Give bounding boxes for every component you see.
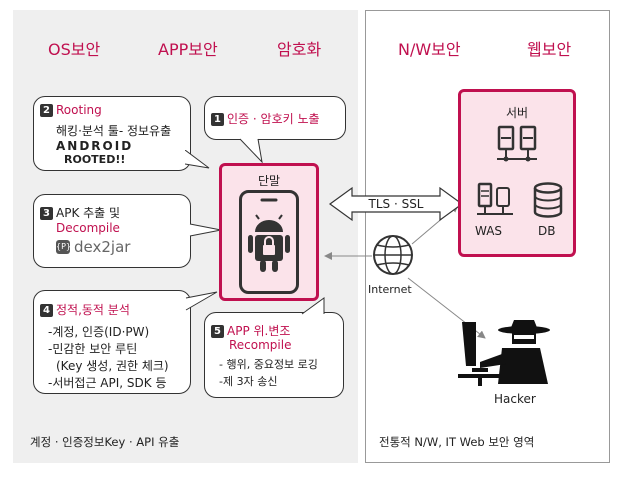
- forge-title: APP 위.변조: [227, 324, 291, 338]
- dex2jar-icon: {P}: [56, 240, 71, 254]
- analysis-title: 정적,동적 분석: [56, 303, 130, 317]
- server-box: 서버 WAS DB: [458, 89, 576, 257]
- header-encryption: 암호화: [277, 40, 322, 59]
- apk-title: APK 추출 및: [56, 206, 121, 220]
- device-box: 단말: [219, 163, 319, 301]
- step-number-2: 2: [40, 104, 53, 117]
- analysis-item: -민감한 보안 루틴: [48, 342, 138, 356]
- footer-right: 전통적 N/W, IT Web 보안 영역: [379, 435, 535, 449]
- internet-label: Internet: [368, 283, 412, 296]
- step-number-5: 5: [211, 325, 224, 338]
- dex2jar-label: dex2jar: [74, 238, 131, 256]
- step-number-3: 3: [40, 207, 53, 220]
- forge-item: - 행위, 중요정보 로깅: [219, 358, 318, 371]
- analysis-item: -계정, 인증(ID·PW): [48, 325, 150, 339]
- device-label: 단말: [257, 174, 281, 188]
- header-network-security: N/W보안: [398, 40, 461, 59]
- apk-decompile: Decompile: [56, 221, 120, 235]
- rooting-desc: 해킹·분석 툴- 정보유출: [56, 124, 172, 138]
- callout-analysis-tail: [185, 291, 218, 311]
- db-label: DB: [538, 224, 556, 238]
- forge-item: -제 3자 송신: [219, 375, 278, 388]
- callout-apk-tail: [189, 223, 222, 237]
- footer-left: 계정 · 인증정보Key · API 유출: [30, 435, 180, 449]
- analysis-item: (Key 생성, 권한 체크): [56, 359, 169, 373]
- hacker-label: Hacker: [494, 392, 536, 406]
- database-icon: [533, 182, 563, 218]
- analysis-item: -서버접근 API, SDK 등: [48, 376, 167, 390]
- callout-forge-tail: [301, 297, 325, 315]
- was-label: WAS: [475, 224, 503, 238]
- callout-auth-tail: [240, 138, 263, 164]
- step-number-4: 4: [40, 304, 53, 317]
- tls-label: TLS · SSL: [368, 197, 424, 211]
- hacker-icon: [458, 320, 550, 386]
- header-web-security: 웹보안: [527, 40, 572, 59]
- android-phone-icon: [239, 190, 299, 294]
- header-app-security: APP보안: [158, 40, 218, 59]
- android-logo: ANDROID: [56, 139, 134, 153]
- auth-title: 인증 · 암호키 노출: [227, 112, 320, 126]
- rooting-title: Rooting: [56, 103, 102, 117]
- step-number-1: 1: [211, 113, 224, 126]
- rooted-text: ROOTED!!: [64, 153, 126, 166]
- forge-recompile: Recompile: [229, 338, 292, 352]
- header-os-security: OS보안: [48, 40, 101, 59]
- globe-icon: [373, 235, 413, 275]
- server-icon: [497, 125, 537, 162]
- callout-rooting-tail: [185, 150, 210, 169]
- server-title: 서버: [505, 106, 529, 120]
- was-icon: [477, 182, 513, 215]
